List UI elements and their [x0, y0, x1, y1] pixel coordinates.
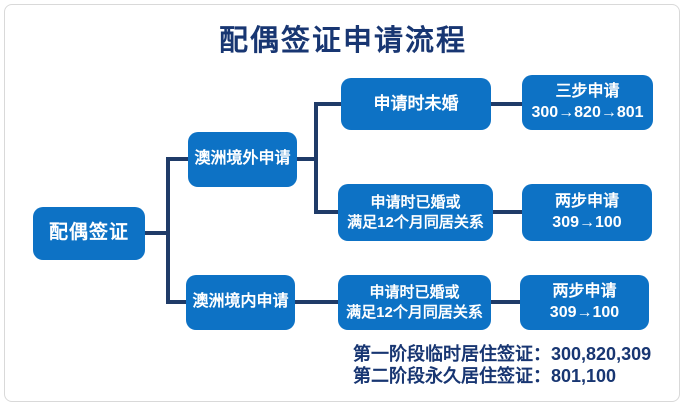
node-onshore-application: 澳洲境内申请: [186, 275, 295, 330]
connector-trunk-level2: [314, 102, 318, 214]
node-married-onshore-line1: 申请时已婚或: [369, 284, 460, 301]
node-married-offshore-line1: 申请时已婚或: [370, 194, 461, 211]
connector-married-onshore-to-twostep: [491, 300, 520, 304]
node-two-step-offshore-line2: 309→100: [552, 213, 622, 231]
connector-to-unmarried: [314, 102, 341, 106]
node-married-onshore: 申请时已婚或 满足12个月同居关系: [338, 275, 491, 330]
page-title: 配偶签证申请流程: [218, 25, 467, 57]
node-married-offshore: 申请时已婚或 满足12个月同居关系: [338, 184, 493, 241]
note-stage2: 第二阶段永久居住签证：801,100: [353, 366, 617, 386]
connector-trunk-level1: [166, 157, 170, 304]
connector-offshore-out: [297, 157, 318, 161]
node-spouse-visa: 配偶签证: [33, 207, 145, 260]
node-three-step-line2: 300→820→801: [531, 103, 644, 121]
connector-onshore-to-married: [295, 300, 338, 304]
node-three-step-line1: 三步申请: [555, 82, 620, 100]
node-offshore-application: 澳洲境外申请: [188, 132, 297, 187]
connector-married-offshore-to-twostep: [493, 210, 522, 214]
node-spouse-visa-label: 配偶签证: [48, 222, 129, 244]
node-onshore-label: 澳洲境内申请: [192, 293, 289, 311]
connector-root-out: [145, 231, 170, 235]
node-unmarried: 申请时未婚: [341, 78, 491, 130]
connector-to-married-offshore: [314, 210, 338, 214]
node-two-step-onshore: 两步申请 309→100: [520, 275, 649, 330]
node-two-step-onshore-line1: 两步申请: [552, 282, 617, 300]
stage-notes: 第一阶段临时居住签证：300,820,309 第二阶段永久居住签证：801,10…: [353, 343, 651, 387]
connector-to-offshore: [166, 157, 188, 161]
node-offshore-label: 澳洲境外申请: [194, 150, 291, 168]
node-married-onshore-line2: 满足12个月同居关系: [346, 303, 483, 321]
connector-to-onshore: [166, 300, 186, 304]
node-three-step: 三步申请 300→820→801: [522, 75, 653, 130]
node-married-offshore-line2: 满足12个月同居关系: [347, 213, 484, 231]
node-unmarried-label: 申请时未婚: [373, 93, 459, 113]
connector-unmarried-to-threestep: [491, 102, 522, 106]
node-two-step-onshore-line2: 309→100: [549, 303, 620, 321]
node-two-step-offshore: 两步申请 309→100: [522, 184, 652, 241]
node-two-step-offshore-line1: 两步申请: [554, 192, 619, 210]
note-stage1: 第一阶段临时居住签证：300,820,309: [353, 344, 652, 364]
